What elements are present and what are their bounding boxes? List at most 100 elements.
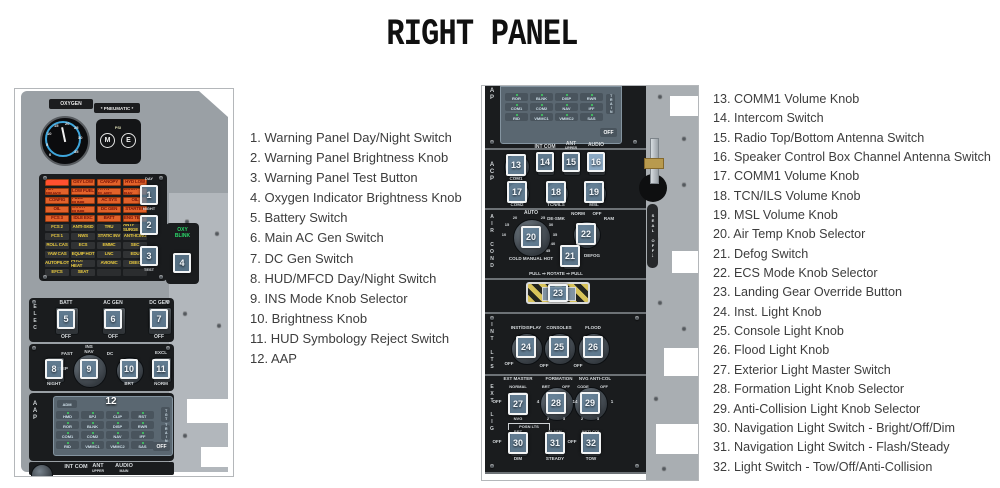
- flash-label: FLASH: [537, 430, 573, 434]
- callout-list-item: 30. Navigation Light Switch - Bright/Off…: [713, 420, 955, 435]
- caution-light: BATT: [97, 215, 121, 222]
- caution-light: START PUMP: [71, 206, 95, 213]
- callout-list-item: 9. INS Mode Knob Selector: [250, 290, 408, 306]
- caution-light: EQUIP HOT: [71, 251, 95, 258]
- com1-label: COM1: [509, 176, 523, 181]
- screw: [635, 464, 639, 468]
- off-label: OFF: [108, 334, 118, 340]
- key-led: [515, 94, 518, 96]
- nvg-label: NVG: [513, 416, 523, 421]
- defog-label: DEFOG: [583, 253, 600, 258]
- norm-label: NORM: [571, 211, 585, 216]
- night-label: NIGHT: [142, 206, 156, 211]
- aap-key: COM1: [505, 103, 528, 111]
- temp-scale: 25: [540, 215, 546, 220]
- temp-scale: 15: [504, 222, 510, 227]
- aap-key-train: TRAIN: [161, 423, 170, 443]
- caution-light: [97, 269, 121, 276]
- gauge-tick: 35: [74, 149, 79, 154]
- adm-key-label: ADM: [62, 401, 72, 407]
- aap-key-off: OFF: [600, 128, 617, 137]
- aap-key: VMMC1: [530, 113, 553, 121]
- callout-28: 28: [546, 392, 566, 414]
- oxy-blink-label: OXY: [177, 227, 188, 233]
- msl-label: MSL: [589, 202, 599, 207]
- callout-list-item: 14. Intercom Switch: [713, 111, 824, 126]
- callout-list-item: 17. COMM1 Volume Knob: [713, 169, 860, 184]
- key-led: [91, 432, 94, 434]
- callout-list-item: 29. Anti-Collision Light Knob Selector: [713, 401, 921, 416]
- callout-list-item: 20. Air Temp Knob Selector: [713, 227, 866, 242]
- caution-light: IDLE EXC: [71, 215, 95, 222]
- caution-light: AIR BRAKE: [45, 188, 69, 195]
- callout-21: 21: [560, 245, 580, 267]
- callout-8: 8: [45, 359, 63, 379]
- structure-notch: [670, 96, 698, 116]
- caution-light: EMMC: [97, 242, 121, 249]
- anti-col-label: ANTI-COL: [573, 430, 609, 434]
- caution-light: DC GEN: [97, 206, 121, 213]
- caution-light: OIL: [45, 206, 69, 213]
- callout-16: 16: [587, 152, 605, 172]
- left-panel-figure: OXYGEN * PNEUMATIC * 0 5 10 15 20 25 30 …: [14, 88, 234, 477]
- screw: [185, 219, 189, 223]
- key-led: [590, 104, 593, 106]
- test-label: TEST: [143, 267, 155, 272]
- train-key-label: TRAIN: [609, 94, 614, 114]
- aap-key: BLNK: [530, 93, 553, 101]
- callout-list-item: 22. ECS Mode Knob Selector: [713, 266, 878, 281]
- key-led: [66, 412, 69, 414]
- callout-19: 19: [584, 181, 604, 203]
- caution-light: STARTER: [123, 206, 147, 213]
- air-cond-title: AIR COND: [489, 214, 495, 270]
- caution-light: LOW FUEL: [71, 188, 95, 195]
- caution-light: TRU: [97, 224, 121, 231]
- upper-label: UPPER: [564, 146, 578, 150]
- aap-key-off: OFF: [153, 442, 170, 451]
- callout-32: 32: [581, 432, 601, 454]
- caution-light: SEAT: [71, 269, 95, 276]
- caution-light: CONFIG: [45, 197, 69, 204]
- key-led: [91, 422, 94, 424]
- callout-9: 9: [80, 359, 98, 379]
- caution-light: FUEL PUMP: [71, 197, 95, 204]
- caution-light: [45, 179, 69, 186]
- off-label: OFF: [492, 439, 502, 444]
- dim-label: DIM: [513, 456, 523, 461]
- aap-key: NAV: [106, 431, 129, 439]
- off-label: OFF: [539, 363, 549, 368]
- caution-light: [123, 269, 147, 276]
- nav-label: NAV: [84, 349, 94, 354]
- caution-light: ANTI-SURGE: [123, 224, 147, 231]
- int-com-label: INT COM: [64, 464, 88, 470]
- callout-list-item: 27. Exterior Light Master Switch: [713, 362, 891, 377]
- aap-key: DISP: [106, 421, 129, 429]
- caution-light: NWS: [71, 233, 95, 240]
- pneumatic-label: * PNEUMATIC *: [100, 105, 134, 111]
- aap-key-grid: HMD SPJ CLIP RST ROR BLNK DISP RWR COM1 …: [55, 410, 155, 450]
- screw: [635, 316, 639, 320]
- callout-22: 22: [576, 223, 596, 245]
- key-led: [590, 114, 593, 116]
- key-led: [66, 442, 69, 444]
- callout-14: 14: [536, 152, 554, 172]
- normal-label: NORMAL: [509, 384, 527, 389]
- steady-label: STEADY: [545, 456, 565, 461]
- caution-light: ROLL CAS: [45, 242, 69, 249]
- scale-3: 3: [562, 416, 566, 421]
- callout-25: 25: [549, 336, 569, 358]
- dc-label: DC: [106, 351, 114, 356]
- aap-key: COM1: [56, 431, 79, 439]
- callout-list-item: 13. COMM1 Volume Knob: [713, 92, 860, 106]
- screw: [166, 346, 170, 350]
- aap-key: SAS: [131, 441, 154, 449]
- key-led: [66, 432, 69, 434]
- off-label: OFF: [154, 334, 164, 340]
- screw: [166, 300, 170, 304]
- callout-3: 3: [140, 246, 158, 266]
- caution-light: AC SYS: [97, 197, 121, 204]
- aap-key: RWR: [131, 421, 154, 429]
- callout-list-item: 23. Landing Gear Override Button: [713, 285, 903, 300]
- key-led: [515, 104, 518, 106]
- caution-light: FCS 3: [45, 215, 69, 222]
